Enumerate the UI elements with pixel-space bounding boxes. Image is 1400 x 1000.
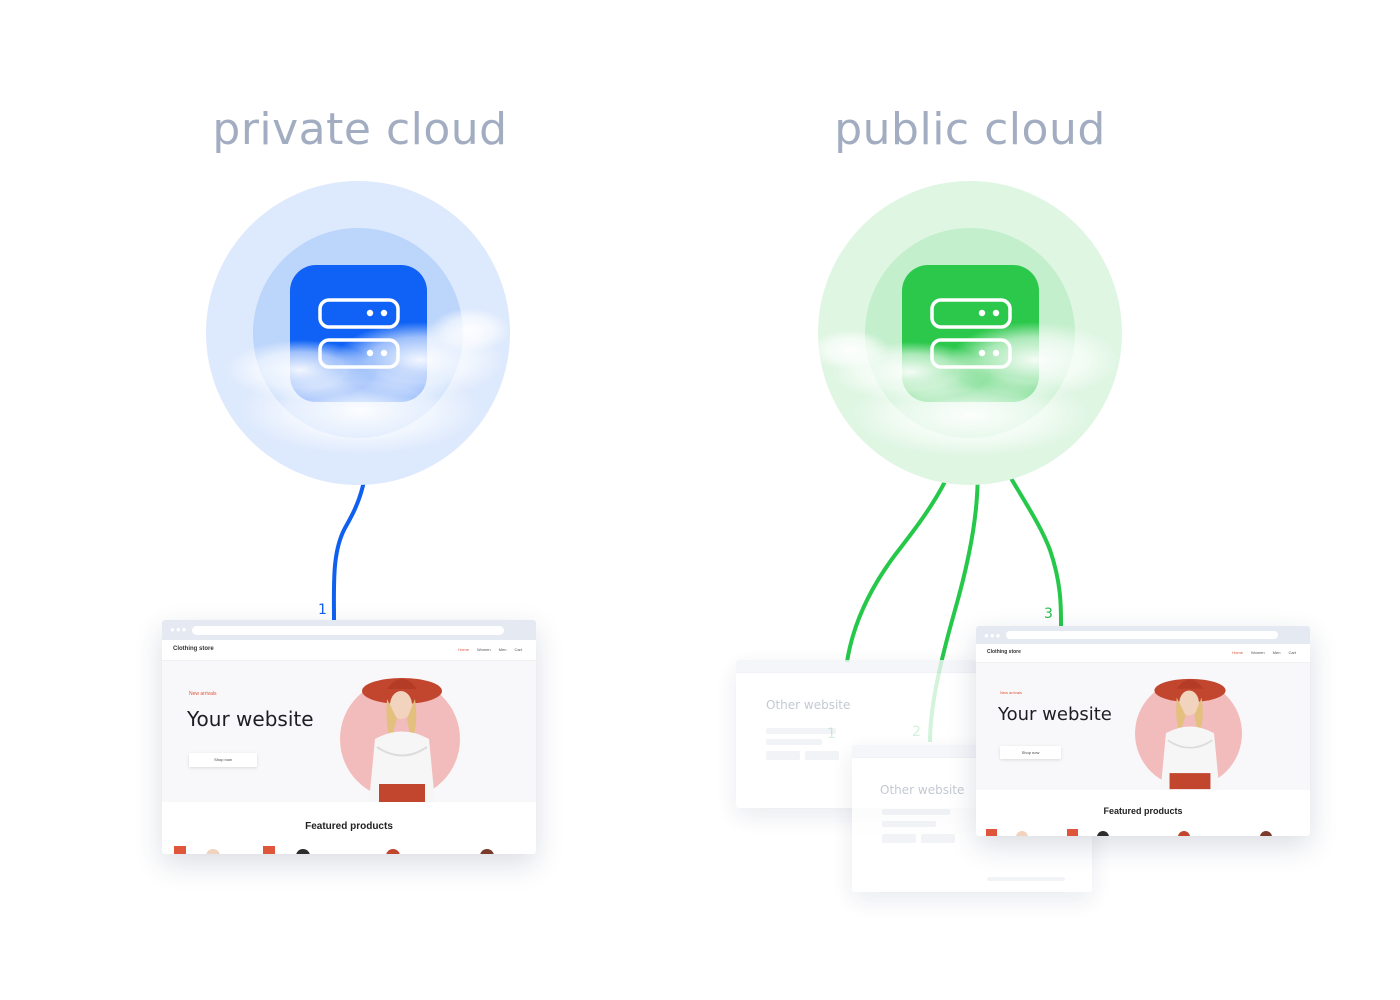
private-cloud-title: private cloud xyxy=(212,104,508,155)
site-brand: Clothing store xyxy=(173,646,214,652)
nav-home: Home xyxy=(1232,650,1243,655)
other-website-title: Other website xyxy=(766,698,851,712)
nav-women: Women xyxy=(1250,650,1265,655)
site-nav-links: Home Women Men Cart xyxy=(1224,650,1296,655)
placeholder-button xyxy=(882,834,916,843)
placeholder-line xyxy=(882,809,950,815)
window-dots-icon: ●●● xyxy=(170,625,188,634)
nav-men: Men xyxy=(1272,650,1281,655)
browser-toolbar xyxy=(736,660,976,673)
nav-cart: Cart xyxy=(1288,650,1296,655)
placeholder-line xyxy=(882,821,936,827)
public-cloud-title: public cloud xyxy=(834,104,1106,155)
nav-men: Men xyxy=(498,647,507,652)
address-bar xyxy=(1006,631,1278,639)
window-dots-icon: ●●● xyxy=(984,631,1002,640)
placeholder-button xyxy=(766,751,800,760)
private-website-mockup: ●●● Clothing store Home Women Men Cart New … xyxy=(162,620,536,854)
shop-now-button: Shop now xyxy=(1000,746,1061,759)
nav-cart: Cart xyxy=(514,647,522,652)
product-thumb xyxy=(1260,831,1272,836)
public-website-mockup: ●●● Clothing store Home Women Men Cart New … xyxy=(976,626,1310,836)
placeholder-line xyxy=(766,728,836,734)
product-thumb xyxy=(296,849,310,854)
public-cloud-node xyxy=(810,181,1122,485)
shop-now-button: Shop now xyxy=(189,753,257,767)
placeholder-button xyxy=(921,834,955,843)
site-navbar: Clothing store Home Women Men Cart xyxy=(976,644,1310,663)
placeholder-line xyxy=(766,739,822,745)
site-nav-links: Home Women Men Cart xyxy=(450,647,522,652)
product-thumb xyxy=(1178,831,1190,836)
hero-section: New arrivals Your website Shop now xyxy=(162,661,536,802)
new-arrivals-label: New arrivals xyxy=(1000,690,1023,695)
hero-section: New arrivals Your website Shop now xyxy=(976,663,1310,790)
featured-heading: Featured products xyxy=(1103,806,1183,816)
browser-toolbar: ●●● xyxy=(162,620,536,640)
private-cloud-node xyxy=(206,181,510,485)
model-photo xyxy=(1154,678,1226,790)
product-tag xyxy=(174,846,186,854)
model-photo xyxy=(362,678,442,802)
product-thumb xyxy=(480,849,494,854)
private-connection-label-1: 1 xyxy=(318,602,327,618)
featured-heading: Featured products xyxy=(305,821,393,832)
product-tag xyxy=(263,846,275,854)
other-website-title: Other website xyxy=(880,783,965,797)
product-thumb xyxy=(206,849,220,854)
product-thumb xyxy=(386,849,400,854)
product-tag xyxy=(986,829,997,836)
product-tag xyxy=(1067,829,1078,836)
product-thumb xyxy=(1097,831,1109,836)
site-navbar: Clothing store Home Women Men Cart xyxy=(162,640,536,661)
hero-title: Your website xyxy=(998,704,1112,725)
nav-women: Women xyxy=(476,647,491,652)
nav-home: Home xyxy=(458,647,469,652)
address-bar xyxy=(192,626,504,635)
new-arrivals-label: New arrivals xyxy=(189,691,217,697)
hero-title: Your website xyxy=(187,707,314,731)
placeholder-line xyxy=(987,877,1065,881)
product-thumb xyxy=(1016,831,1028,836)
public-connection-label-3: 3 xyxy=(1044,606,1053,622)
placeholder-button xyxy=(805,751,839,760)
site-brand: Clothing store xyxy=(987,649,1021,655)
browser-toolbar: ●●● xyxy=(976,626,1310,644)
